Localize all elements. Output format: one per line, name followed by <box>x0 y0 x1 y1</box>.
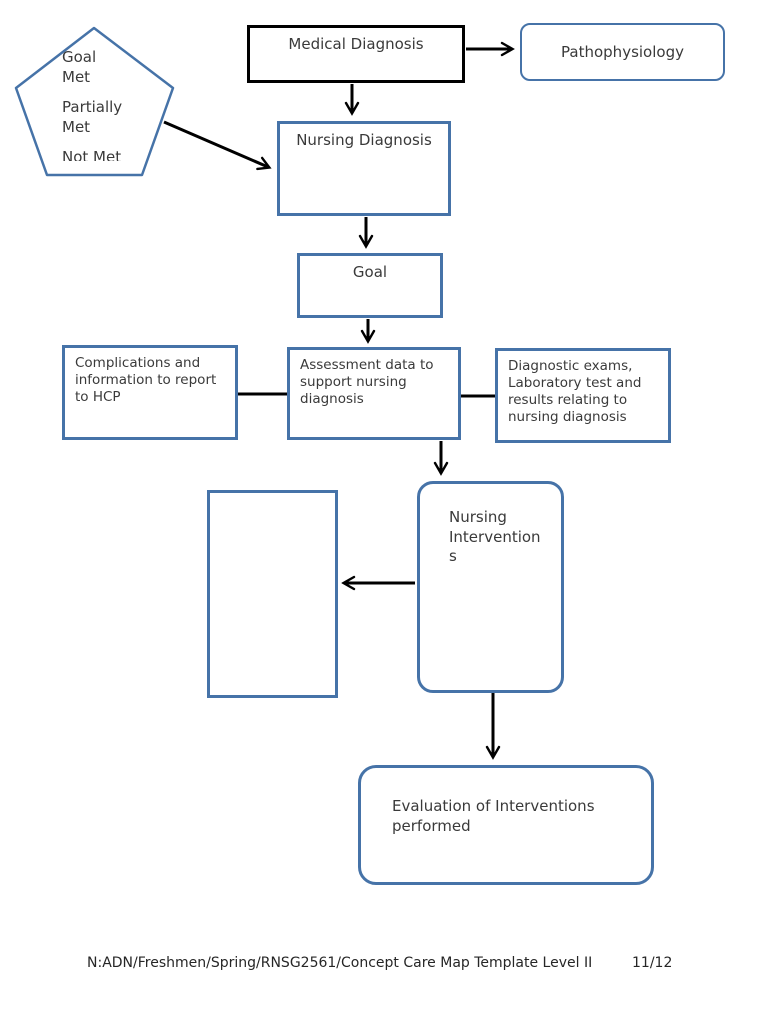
assessment-data-label: Assessment data to support nursing diagn… <box>300 357 434 407</box>
arrow-pentagon-to-nursing-diagnosis <box>163 120 268 167</box>
diagnostic-exams-box: Diagnostic exams, Laboratory test and re… <box>495 348 671 443</box>
footer-file-path: N:ADN/Freshmen/Spring/RNSG2561/Concept C… <box>87 955 593 971</box>
evaluation-label: Evaluation of Interventions performed <box>392 797 595 835</box>
goal-legend-text: Goal Met Partially Met Not Met <box>62 47 148 161</box>
empty-notes-box <box>207 490 338 698</box>
page-footer: N:ADN/Freshmen/Spring/RNSG2561/Concept C… <box>0 955 768 975</box>
goal-legend-pentagon <box>14 26 175 177</box>
complications-box: Complications and information to report … <box>62 345 238 440</box>
medical-diagnosis-box: Medical Diagnosis <box>247 25 465 83</box>
evaluation-box: Evaluation of Interventions performed <box>358 765 654 885</box>
nursing-diagnosis-box: Nursing Diagnosis <box>277 121 451 216</box>
complications-label: Complications and information to report … <box>75 355 217 405</box>
pathophysiology-box: Pathophysiology <box>520 23 725 81</box>
pathophysiology-label: Pathophysiology <box>561 42 684 61</box>
legend-item-not-met: Not Met <box>62 148 122 161</box>
legend-item-goal-met: Goal Met <box>62 48 97 86</box>
nursing-interventions-box: Nursing Interventions <box>417 481 564 693</box>
nursing-diagnosis-label: Nursing Diagnosis <box>296 131 432 149</box>
goal-box: Goal <box>297 253 443 318</box>
diagnostic-exams-label: Diagnostic exams, Laboratory test and re… <box>508 358 642 425</box>
medical-diagnosis-label: Medical Diagnosis <box>288 35 424 53</box>
legend-item-partially-met: Partially Met <box>62 98 123 136</box>
nursing-interventions-label: Nursing Interventions <box>449 508 541 565</box>
goal-label: Goal <box>352 263 388 281</box>
assessment-data-box: Assessment data to support nursing diagn… <box>287 347 461 440</box>
footer-page-number: 11/12 <box>632 955 673 971</box>
